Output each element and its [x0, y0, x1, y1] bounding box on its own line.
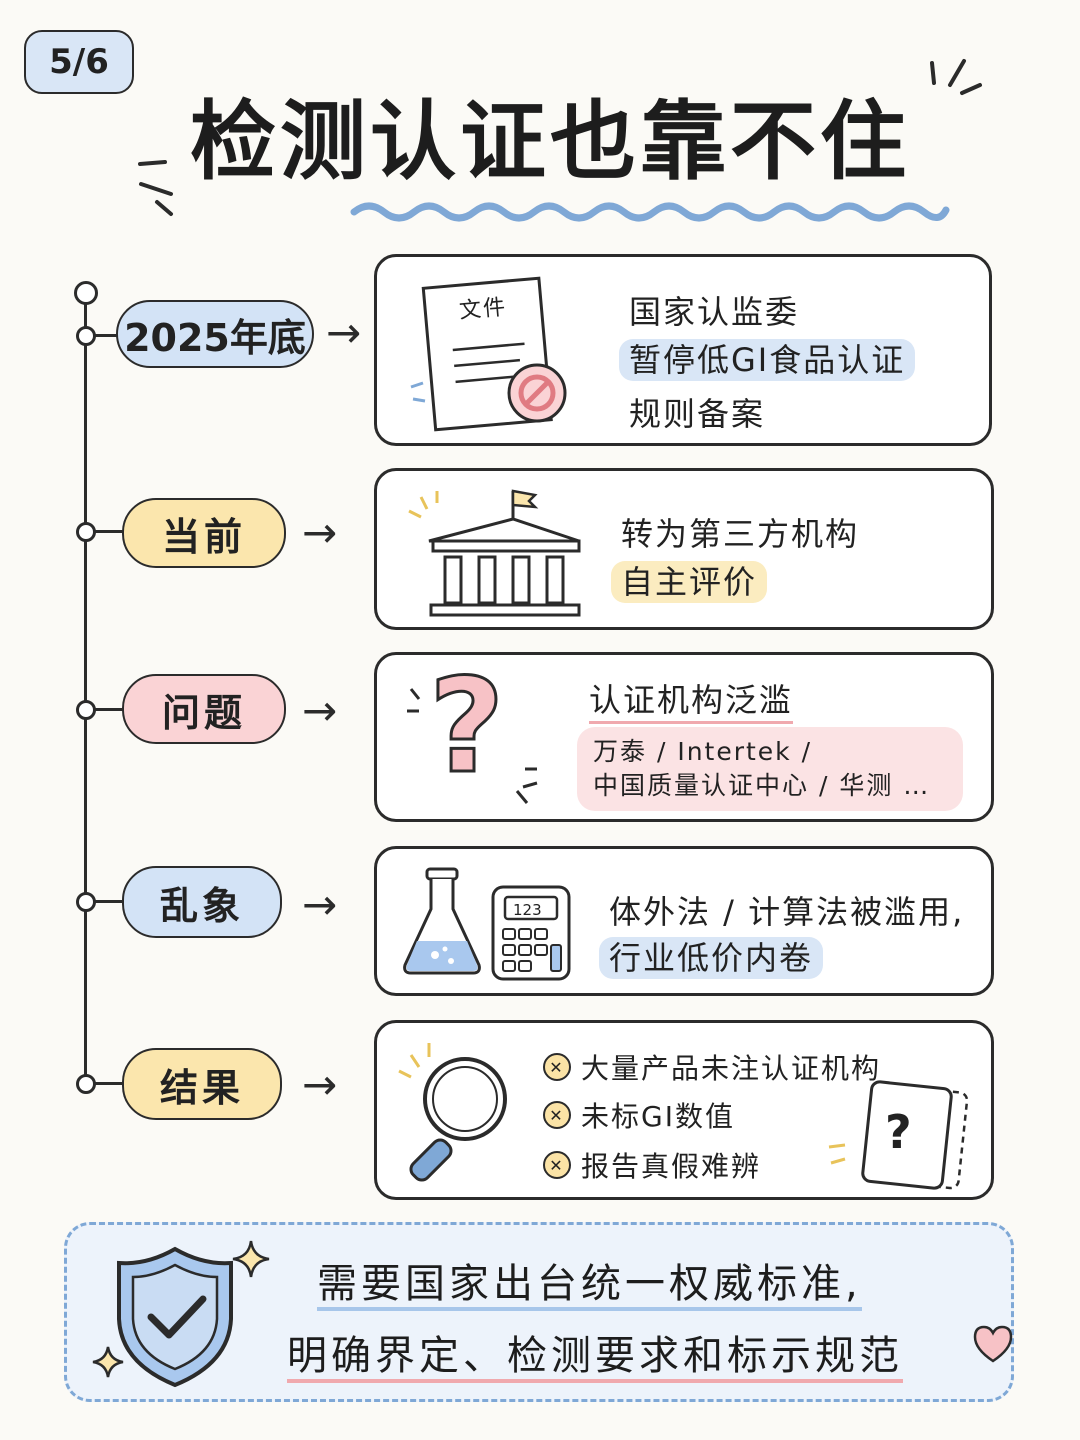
timeline-label-problem: 问题	[122, 674, 286, 744]
timeline-dot	[76, 326, 96, 346]
result-item: ✕大量产品未注认证机构	[543, 1047, 881, 1087]
sparkle-icon	[232, 1240, 270, 1278]
prohibited-icon	[507, 363, 567, 423]
x-circle-icon: ✕	[543, 1053, 571, 1081]
timeline-connector	[94, 1082, 124, 1085]
card-line: 转为第三方机构	[621, 515, 860, 553]
arrow-icon: →	[302, 686, 338, 735]
result-item: ✕报告真假难辨	[543, 1145, 761, 1185]
conclusion-line-2: 明确界定、检测要求和标示规范	[287, 1323, 903, 1383]
question-mark-icon: ?	[427, 650, 505, 802]
institution-list: 万泰 / Intertek / 中国质量认证中心 / 华测 …	[577, 727, 963, 811]
unknown-file-icon	[828, 1080, 969, 1190]
timeline-dot	[76, 522, 96, 542]
result-item: ✕未标GI数值	[543, 1095, 735, 1135]
card-line-highlight: 暂停低GI食品认证	[619, 335, 916, 381]
card-problem: ? 认证机构泛滥 万泰 / Intertek / 中国质量认证中心 / 华测 …	[374, 652, 994, 822]
sparkle-icon	[92, 1346, 124, 1378]
timeline-line	[84, 292, 87, 1092]
shield-check-icon	[117, 1246, 233, 1388]
flask-icon	[403, 867, 481, 975]
conclusion-box: 需要国家出台统一权威标准, 明确界定、检测要求和标示规范	[64, 1222, 1014, 1402]
card-line: 国家认监委	[629, 293, 800, 331]
timeline-connector	[94, 900, 124, 903]
timeline-dot	[76, 892, 96, 912]
page-title: 检测认证也靠不住	[190, 92, 910, 192]
timeline-connector	[94, 530, 124, 533]
question-spark-icon	[407, 688, 538, 804]
timeline-dot	[76, 1074, 96, 1094]
timeline-connector	[94, 708, 124, 711]
timeline-label-result: 结果	[122, 1048, 282, 1120]
timeline-dot	[76, 700, 96, 720]
card-current: 转为第三方机构 自主评价	[374, 468, 994, 630]
card-line: 规则备案	[629, 395, 766, 433]
institution-line: 万泰 / Intertek /	[593, 737, 813, 766]
institution-line: 中国质量认证中心 / 华测 …	[593, 771, 931, 800]
timeline-label-current: 当前	[122, 498, 286, 568]
government-building-icon	[408, 489, 581, 617]
arrow-icon: →	[302, 1060, 338, 1109]
calculator-display: 123	[513, 901, 542, 919]
card-line-highlight: 行业低价内卷	[599, 933, 824, 979]
document-label: 文件	[458, 294, 509, 325]
arrow-icon: →	[302, 508, 338, 557]
x-circle-icon: ✕	[543, 1151, 571, 1179]
unknown-file-question: ?	[885, 1105, 912, 1159]
timeline-start-dot	[74, 281, 98, 305]
x-circle-icon: ✕	[543, 1101, 571, 1129]
timeline-label-chaos: 乱象	[122, 866, 282, 938]
title-wave-underline	[350, 202, 950, 222]
card-line-highlight: 自主评价	[611, 557, 768, 603]
magnifier-icon	[398, 1043, 507, 1182]
card-line: 体外法 / 计算法被滥用,	[609, 893, 965, 931]
card-2025: 文件 国家认监委 暂停低GI食品认证 规则备案	[374, 254, 992, 446]
page-badge: 5/6	[24, 30, 134, 94]
document-icon	[410, 276, 567, 432]
title-spark-right-icon	[930, 59, 982, 95]
conclusion-line-1: 需要国家出台统一权威标准,	[317, 1251, 862, 1311]
card-heading: 认证机构泛滥	[589, 675, 794, 724]
timeline-connector	[94, 334, 118, 337]
arrow-icon: →	[326, 308, 362, 357]
card-chaos: 123 体外法 / 计算法被滥用, 行业低价内卷	[374, 846, 994, 996]
arrow-icon: →	[302, 880, 338, 929]
heart-icon	[973, 1325, 1013, 1363]
calculator-icon	[491, 885, 571, 981]
title-spark-left-icon	[138, 160, 173, 216]
card-result: ✕大量产品未注认证机构 ✕未标GI数值 ✕报告真假难辨 ?	[374, 1020, 994, 1200]
timeline-label-2025: 2025年底	[116, 300, 314, 368]
